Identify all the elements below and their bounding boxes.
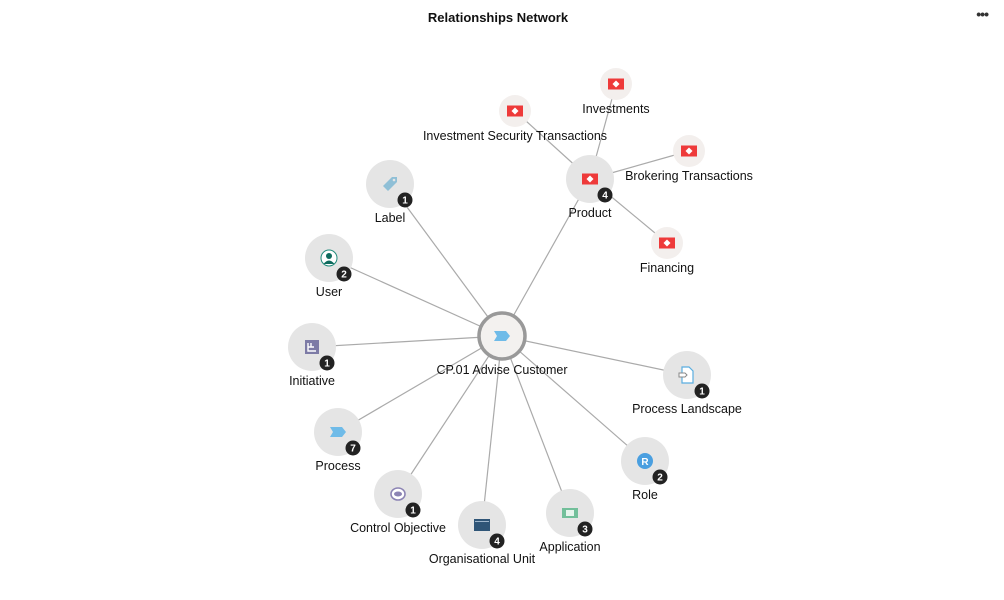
org-unit-icon (474, 519, 490, 531)
svg-text:1: 1 (410, 506, 416, 517)
product-icon (582, 173, 598, 185)
edge-role (501, 335, 646, 462)
edge-control-objective (397, 335, 503, 495)
edge-organisational-unit (481, 335, 503, 526)
node-label: Control Objective (350, 521, 446, 535)
svg-text:2: 2 (341, 270, 347, 281)
node-brokering-transactions[interactable]: Brokering Transactions (625, 135, 753, 183)
node-label: Process (315, 459, 360, 473)
center-node-label: CP.01 Advise Customer (436, 363, 567, 377)
initiative-icon (305, 340, 319, 354)
product-icon (681, 145, 697, 157)
count-badge: 1 (405, 502, 421, 518)
edge-user (328, 257, 503, 337)
node-investments[interactable]: Investments (582, 68, 650, 116)
svg-text:1: 1 (699, 387, 705, 398)
product-icon (507, 105, 523, 117)
count-badge: 7 (345, 440, 361, 456)
node-investment-security-transactions[interactable]: Investment Security Transactions (423, 95, 607, 143)
edge-label (389, 183, 503, 337)
node-label: Process Landscape (632, 402, 742, 416)
node-label: Label (375, 211, 406, 225)
process-landscape-icon (678, 366, 694, 384)
svg-text:3: 3 (582, 525, 588, 536)
count-badge: 3 (577, 521, 593, 537)
svg-text:2: 2 (657, 473, 663, 484)
process-chevron-icon (494, 331, 510, 341)
edge-process-landscape (501, 335, 688, 376)
product-icon (659, 237, 675, 249)
svg-text:1: 1 (402, 196, 408, 207)
process-chevron-icon (330, 427, 346, 437)
count-badge: 1 (694, 383, 710, 399)
node-label: Investment Security Transactions (423, 129, 607, 143)
role-icon: R (637, 453, 653, 469)
edge-product (501, 178, 591, 337)
more-options-icon[interactable]: ••• (976, 6, 989, 22)
page-title: Relationships Network (427, 10, 569, 25)
count-badge: 2 (336, 266, 352, 282)
tag-icon (383, 177, 397, 191)
count-badge: 1 (397, 192, 413, 208)
node-label: User (316, 285, 342, 299)
svg-text:7: 7 (350, 444, 356, 455)
count-badge: 4 (489, 533, 505, 549)
edge-application (501, 335, 571, 514)
node-financing[interactable]: Financing (640, 227, 694, 275)
edge-process (337, 335, 503, 433)
svg-text:4: 4 (602, 191, 608, 202)
product-icon (608, 78, 624, 90)
center-node[interactable]: CP.01 Advise Customer (436, 311, 568, 377)
svg-text:1: 1 (324, 359, 330, 370)
node-label: Product (568, 206, 612, 220)
user-icon (320, 249, 338, 267)
node-label: Role (632, 488, 658, 502)
node-label: Investments (582, 102, 649, 116)
eye-icon (390, 487, 406, 501)
svg-text:R: R (641, 457, 649, 468)
node-label: Initiative (289, 374, 335, 388)
node-label: Application (539, 540, 600, 554)
count-badge: 2 (652, 469, 668, 485)
node-label: Financing (640, 261, 694, 275)
node-label: Organisational Unit (429, 552, 536, 566)
count-badge: 4 (597, 187, 613, 203)
application-icon (562, 508, 578, 518)
svg-text:4: 4 (494, 537, 500, 548)
edge-initiative (311, 335, 503, 348)
count-badge: 1 (319, 355, 335, 371)
node-label: Brokering Transactions (625, 169, 753, 183)
